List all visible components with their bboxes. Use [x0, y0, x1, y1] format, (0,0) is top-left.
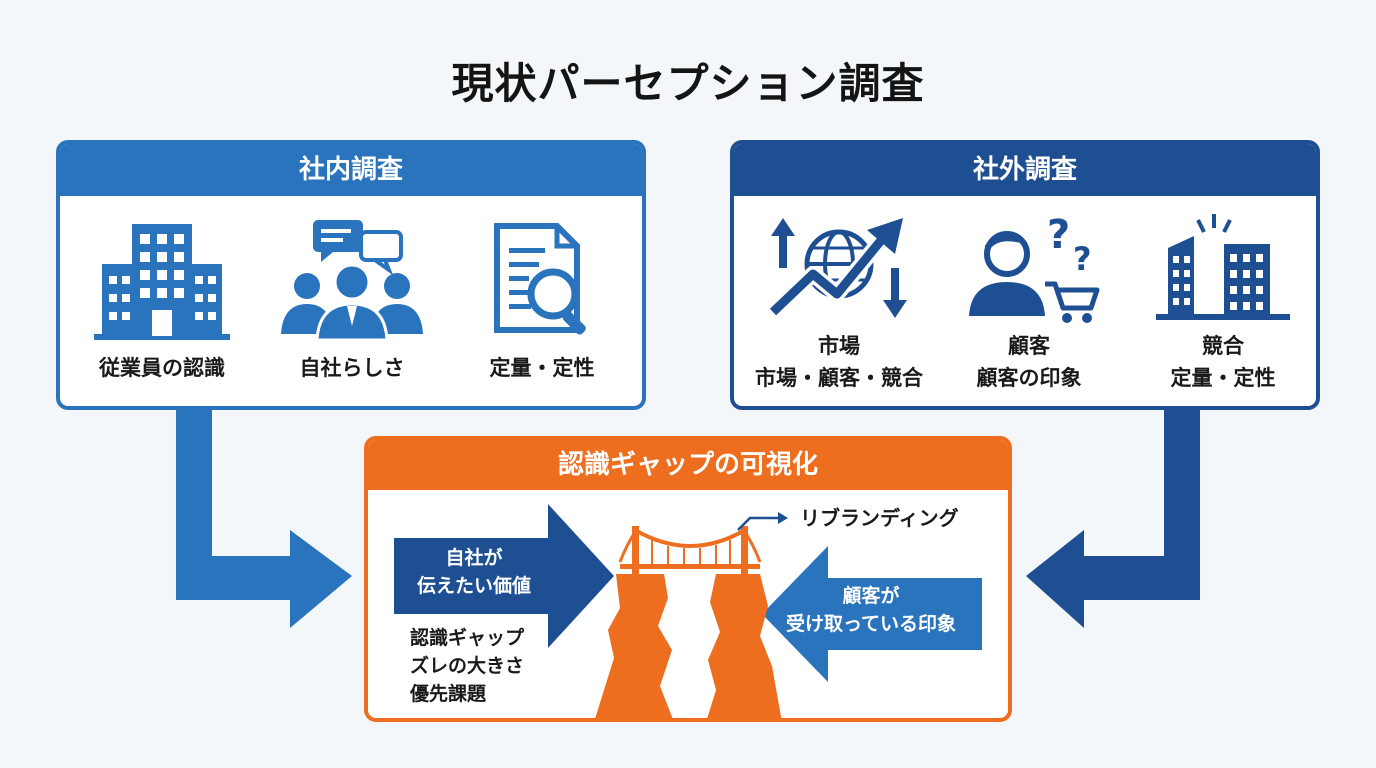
page-title: 現状パーセプション調査 [451, 59, 925, 108]
external-item-detail: 定量・定性 [1170, 366, 1276, 390]
internal-survey-heading: 社内調査 [60, 144, 642, 196]
internal-item-label: 従業員の認識 [99, 356, 225, 380]
team-discussion-icon [281, 220, 423, 342]
office-building-icon [94, 224, 230, 340]
gap-illustration [394, 504, 982, 718]
company-value-arrow [394, 504, 614, 648]
gap-note-item: 認識ギャップ [410, 627, 525, 649]
external-item-detail: 顧客の印象 [976, 366, 1082, 390]
external-item-market: 市場 市場・顧客・競合 [754, 208, 924, 394]
svg-text:?: ? [1073, 240, 1092, 278]
internal-item-employees: 従業員の認識 [82, 214, 242, 384]
rebranding-arrow-icon [737, 512, 788, 531]
external-item-title: 顧客 [1008, 334, 1050, 358]
document-magnifier-icon [494, 223, 586, 335]
external-item-competitor: 競合 定量・定性 [1138, 208, 1308, 394]
right-cliff-shape [707, 574, 782, 718]
external-item-title: 競合 [1202, 334, 1244, 358]
external-item-customer: ? ? 顧客 顧客の印象 [944, 208, 1114, 394]
rebranding-label: リブランディング [800, 506, 959, 530]
internal-to-gap-arrow [176, 408, 352, 628]
external-item-detail: 市場・顧客・競合 [755, 366, 923, 390]
gap-note-item: 優先課題 [410, 683, 487, 705]
external-survey-heading: 社外調査 [734, 144, 1316, 196]
customer-impression-label: 顧客が 受け取っている印象 [785, 585, 957, 635]
gap-notes: 認識ギャップ ズレの大きさ 優先課題 [410, 624, 524, 708]
external-item-title: 市場 [818, 334, 860, 358]
svg-text:?: ? [1047, 212, 1070, 258]
company-value-label: 自社が 伝えたい価値 [416, 547, 531, 597]
customer-impression-arrow [762, 546, 982, 682]
competitor-buildings-icon [1156, 214, 1290, 320]
market-globe-trend-icon [767, 218, 907, 318]
gap-visualization-panel: 認識ギャップの可視化 自社が 伝えたい [364, 436, 1012, 722]
internal-item-identity: 自社らしさ [272, 214, 432, 384]
gap-note-item: ズレの大きさ [410, 655, 525, 677]
internal-item-quant-qual: 定量・定性 [462, 214, 622, 384]
bridge-icon [618, 526, 762, 574]
internal-item-label: 自社らしさ [299, 356, 405, 380]
gap-visualization-heading: 認識ギャップの可視化 [368, 440, 1008, 490]
internal-item-label: 定量・定性 [489, 356, 595, 380]
customer-question-cart-icon: ? ? [969, 212, 1100, 323]
external-to-gap-arrow [1026, 408, 1200, 628]
internal-survey-panel: 社内調査 従業員の認識 [56, 140, 646, 410]
left-cliff-shape [595, 574, 673, 718]
external-survey-panel: 社外調査 市場 市場・顧客・競合 ? ? 顧客 顧客の印象 [730, 140, 1320, 410]
